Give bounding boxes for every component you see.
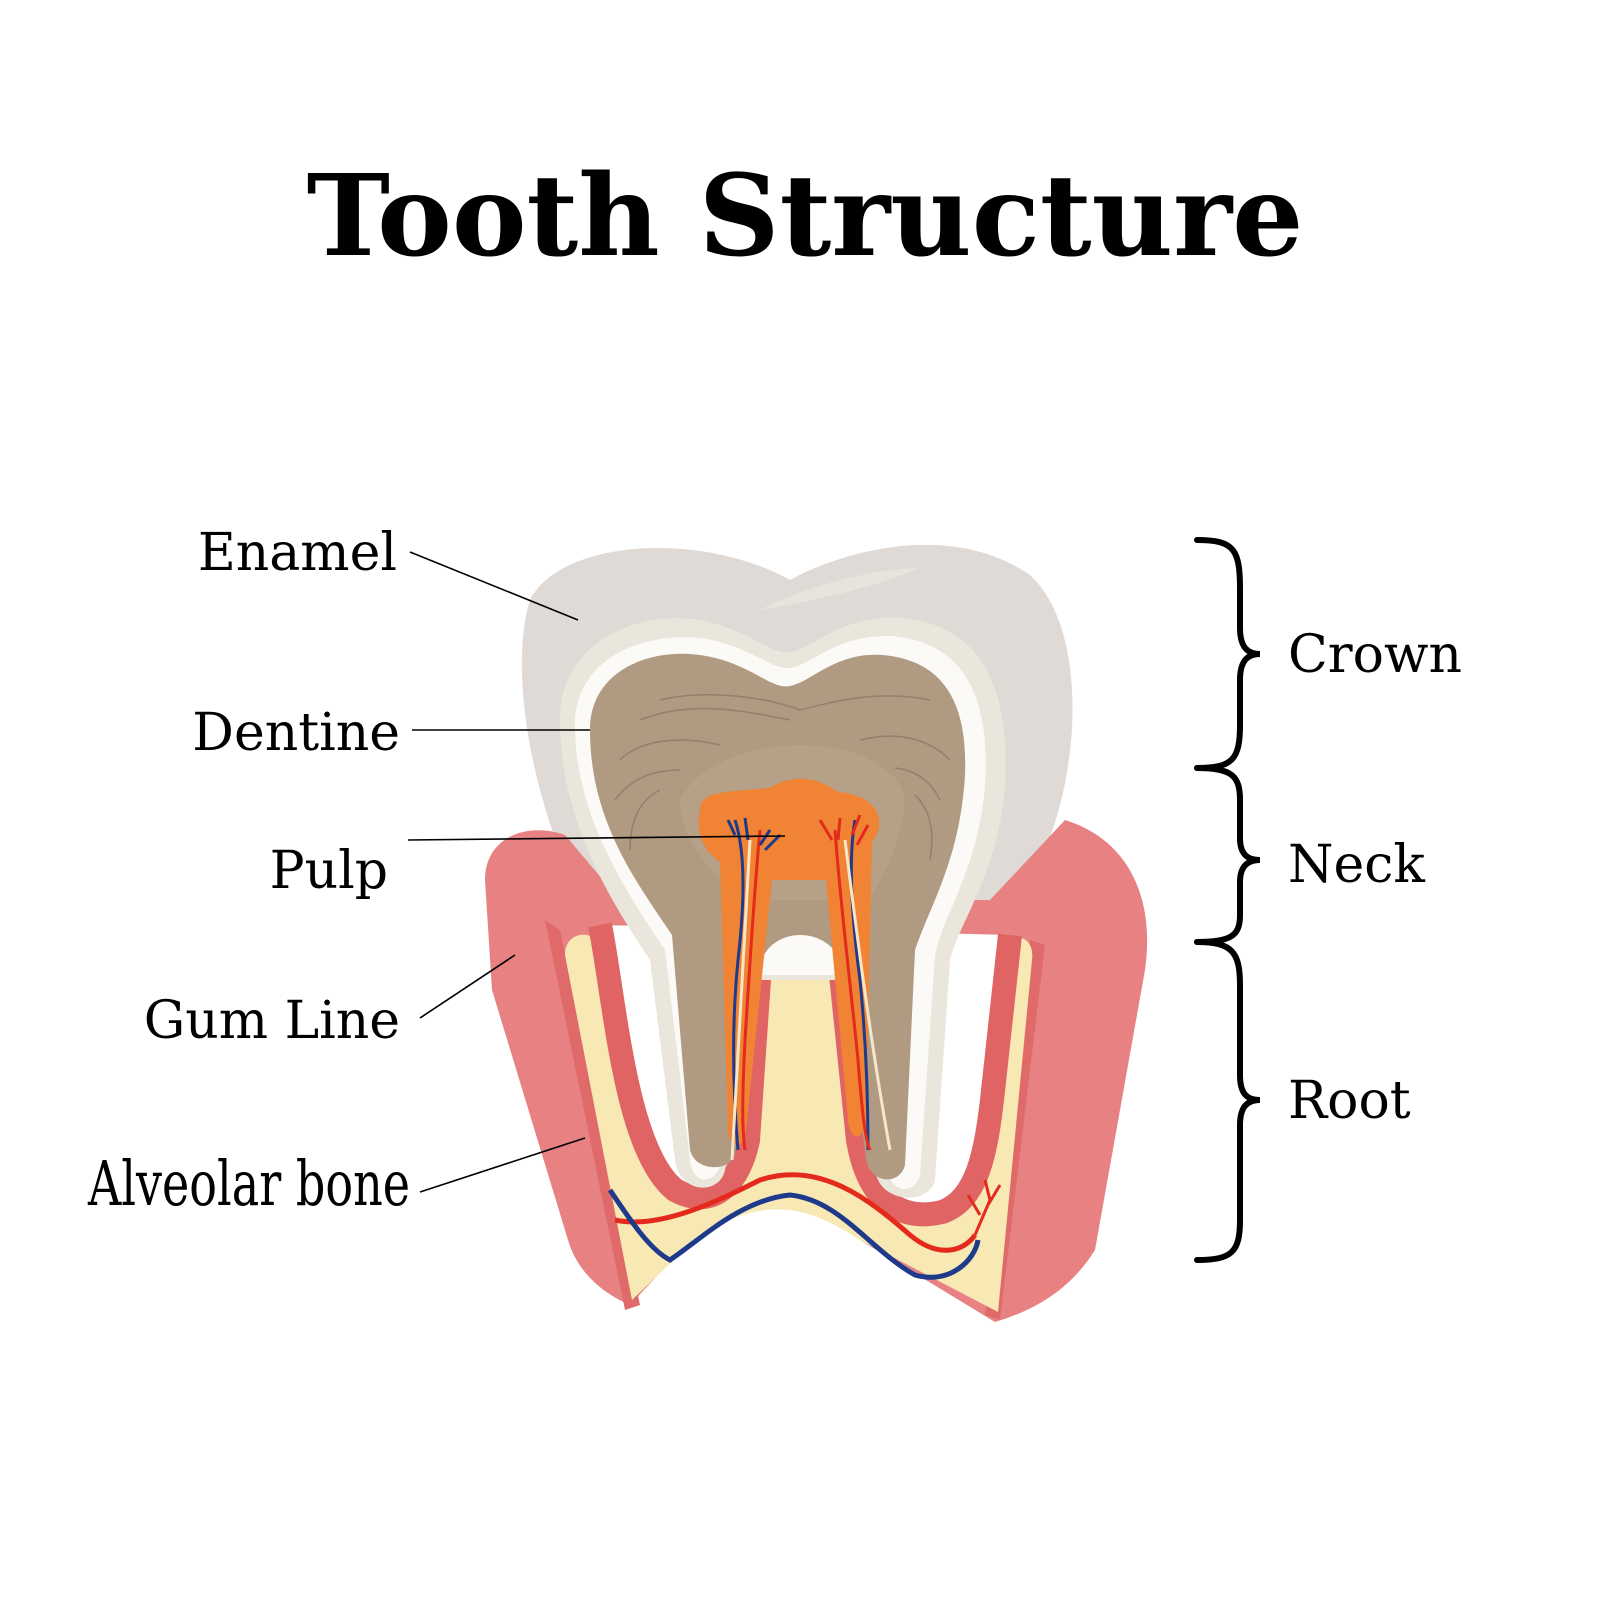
page-title: Tooth Structure [307, 151, 1304, 282]
label-dentine: Dentine [192, 703, 400, 763]
gum-line-leader-line [419, 954, 516, 1019]
crown-brace [1194, 537, 1261, 771]
label-gum-line: Gum Line [144, 991, 400, 1051]
label-enamel: Enamel [198, 523, 397, 583]
dentine-texture [614, 694, 951, 861]
pulp-vessels [726, 814, 892, 1161]
label-crown: Crown [1288, 625, 1462, 685]
pulp-leader-line [407, 835, 786, 841]
neck-brace [1194, 765, 1261, 945]
tooth-illustration [485, 544, 1148, 1322]
label-root: Root [1288, 1071, 1411, 1131]
root-brace [1194, 939, 1261, 1263]
label-pulp: Pulp [270, 841, 388, 901]
enamel-highlight [760, 568, 920, 610]
bone-vessels [607, 1172, 1002, 1280]
alveolar-bone-leader-line [419, 1137, 586, 1193]
label-alveolar-bone: Alveolar bone [87, 1147, 410, 1220]
label-neck: Neck [1288, 835, 1425, 895]
enamel-leader-line [409, 551, 579, 621]
